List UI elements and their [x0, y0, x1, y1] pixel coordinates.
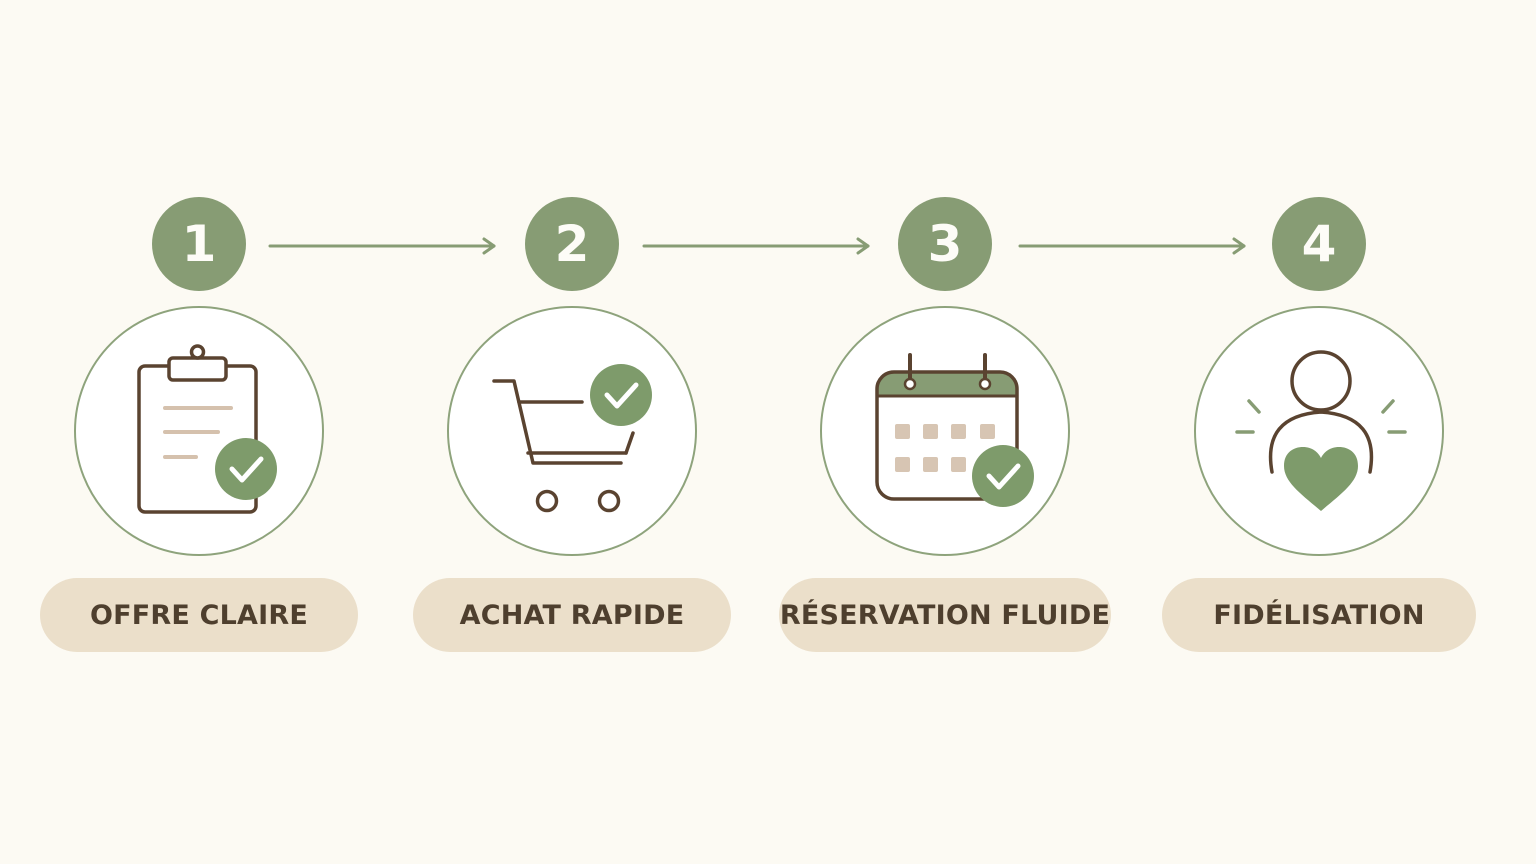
arrow-3-to-4	[1018, 237, 1246, 255]
step-number-badge: 3	[898, 197, 992, 291]
step-icon-circle	[74, 306, 324, 556]
person-heart-icon	[1235, 350, 1407, 511]
step-label: OFFRE CLAIRE	[40, 578, 358, 652]
step-label: RÉSERVATION FLUIDE	[779, 578, 1111, 652]
step-number-badge: 4	[1272, 197, 1366, 291]
step-label: FIDÉLISATION	[1162, 578, 1476, 652]
clipboard-check-icon	[137, 344, 277, 514]
step-number-badge: 2	[525, 197, 619, 291]
step-icon-circle	[820, 306, 1070, 556]
step-number-badge: 1	[152, 197, 246, 291]
arrow-2-to-3	[642, 237, 870, 255]
calendar-check-icon	[875, 353, 1034, 507]
step-icon-circle	[1194, 306, 1444, 556]
step-icon-circle	[447, 306, 697, 556]
step-label: ACHAT RAPIDE	[413, 578, 731, 652]
shopping-cart-check-icon	[492, 364, 652, 513]
arrow-1-to-2	[268, 237, 496, 255]
